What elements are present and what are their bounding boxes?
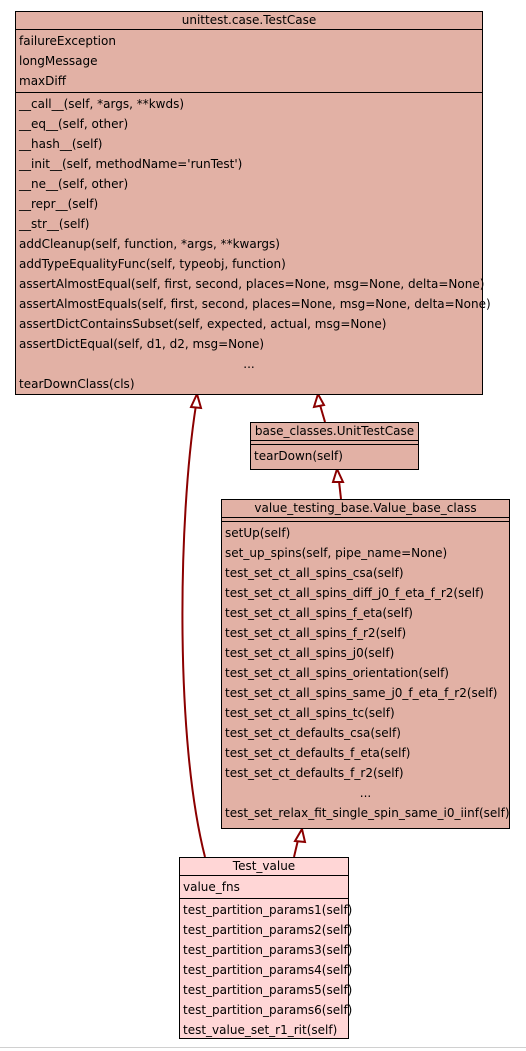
arrowhead-unittestcase (331, 466, 345, 483)
method: __repr__(self) (19, 197, 99, 211)
method: __str__(self) (19, 217, 90, 231)
attributes-section: failureException longMessage maxDiff (16, 30, 482, 93)
method: test_set_ct_defaults_csa(self) (225, 726, 401, 740)
method: __call__(self, *args, **kwds) (19, 97, 185, 111)
attributes-section (222, 518, 509, 522)
method: test_set_ct_all_spins_same_j0_f_eta_f_r2… (225, 686, 498, 700)
method: assertDictContainsSubset(self, expected,… (19, 317, 387, 331)
edge-testvalue-to-valuebase (293, 839, 299, 858)
class-title: unittest.case.TestCase (16, 12, 482, 30)
bottom-divider (0, 1047, 526, 1048)
class-value-base[interactable]: value_testing_base.Value_base_class setU… (221, 499, 510, 829)
attributes-section: value_fns (180, 876, 348, 899)
class-test-value[interactable]: Test_value value_fns test_partition_para… (179, 857, 353, 1041)
methods-section: test_partition_params1(self) test_partit… (180, 899, 353, 1041)
method: test_set_ct_all_spins_f_eta(self) (225, 606, 413, 620)
method: test_set_ct_defaults_f_eta(self) (225, 746, 411, 760)
method: tearDown(self) (254, 449, 343, 463)
method: __eq__(self, other) (19, 117, 129, 131)
method: assertAlmostEquals(self, first, second, … (19, 297, 491, 311)
method: test_partition_params6(self) (183, 1003, 353, 1017)
methods-section: setUp(self) set_up_spins(self, pipe_name… (222, 522, 510, 824)
attribute: failureException (19, 34, 116, 48)
methods-section: tearDown(self) (251, 445, 418, 467)
method: assertDictEqual(self, d1, d2, msg=None) (19, 337, 265, 351)
method: test_partition_params4(self) (183, 963, 353, 977)
attributes-section (251, 441, 418, 445)
method-ellipsis: ... (359, 786, 372, 800)
arrowhead-valuebase (293, 826, 307, 844)
method: assertAlmostEqual(self, first, second, p… (19, 277, 485, 291)
method: addCleanup(self, function, *args, **kwar… (19, 237, 280, 251)
method: test_partition_params5(self) (183, 983, 353, 997)
class-title: Test_value (180, 858, 348, 876)
class-testcase[interactable]: unittest.case.TestCase failureException … (15, 11, 491, 395)
edge-valuebase-to-unittestcase (338, 480, 342, 500)
method: addTypeEqualityFunc(self, typeobj, funct… (19, 257, 286, 271)
method: test_set_ct_all_spins_f_r2(self) (225, 626, 407, 640)
attribute: value_fns (183, 880, 240, 894)
class-unittestcase[interactable]: base_classes.UnitTestCase tearDown(self) (250, 422, 419, 470)
methods-section: __call__(self, *args, **kwds) __eq__(sel… (16, 93, 491, 395)
method: set_up_spins(self, pipe_name=None) (225, 546, 448, 560)
method-ellipsis: ... (243, 357, 255, 371)
method: tearDownClass(cls) (19, 377, 135, 391)
method: setUp(self) (225, 526, 291, 540)
class-title: value_testing_base.Value_base_class (222, 500, 509, 518)
method: __ne__(self, other) (19, 177, 129, 191)
method: test_set_ct_all_spins_tc(self) (225, 706, 395, 720)
method: test_set_ct_defaults_f_r2(self) (225, 766, 404, 780)
attribute: longMessage (19, 54, 98, 68)
method: test_set_ct_all_spins_j0(self) (225, 646, 395, 660)
method: test_set_ct_all_spins_csa(self) (225, 566, 404, 580)
arrowhead-testcase-left (189, 391, 203, 410)
method: test_partition_params2(self) (183, 923, 353, 937)
edge-testvalue-to-testcase (181, 404, 206, 858)
method: test_set_ct_all_spins_orientation(self) (225, 666, 449, 680)
method: __init__(self, methodName='runTest') (19, 157, 243, 171)
attribute: maxDiff (19, 74, 66, 88)
method: test_set_ct_all_spins_diff_j0_f_eta_f_r2… (225, 586, 484, 600)
method: __hash__(self) (19, 137, 103, 151)
method: test_set_relax_fit_single_spin_same_i0_i… (225, 806, 510, 820)
class-title: base_classes.UnitTestCase (251, 423, 418, 441)
arrowhead-testcase-right (312, 391, 326, 409)
method: test_partition_params3(self) (183, 943, 353, 957)
edge-unittestcase-to-testcase (319, 404, 326, 423)
method: test_partition_params1(self) (183, 903, 353, 917)
method: test_value_set_r1_rit(self) (183, 1023, 338, 1037)
